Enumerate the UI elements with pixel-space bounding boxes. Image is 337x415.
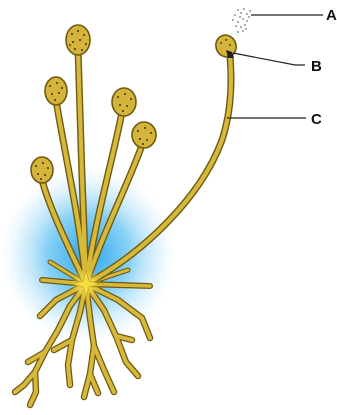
sporangium xyxy=(45,77,67,105)
leader-line-b xyxy=(233,53,305,65)
leader-lines xyxy=(227,15,323,118)
label-b: B xyxy=(311,58,322,75)
sporangium xyxy=(66,25,90,55)
released-spores xyxy=(232,8,251,33)
label-c: C xyxy=(311,111,322,128)
sporangiophores xyxy=(42,48,231,284)
label-a: A xyxy=(326,7,337,24)
sporangium xyxy=(132,122,156,148)
sporangium xyxy=(31,157,53,183)
sporangium-b xyxy=(213,32,239,60)
center-burst xyxy=(70,268,102,300)
callout-labels: A B C xyxy=(311,7,337,128)
sporangium xyxy=(112,88,136,116)
